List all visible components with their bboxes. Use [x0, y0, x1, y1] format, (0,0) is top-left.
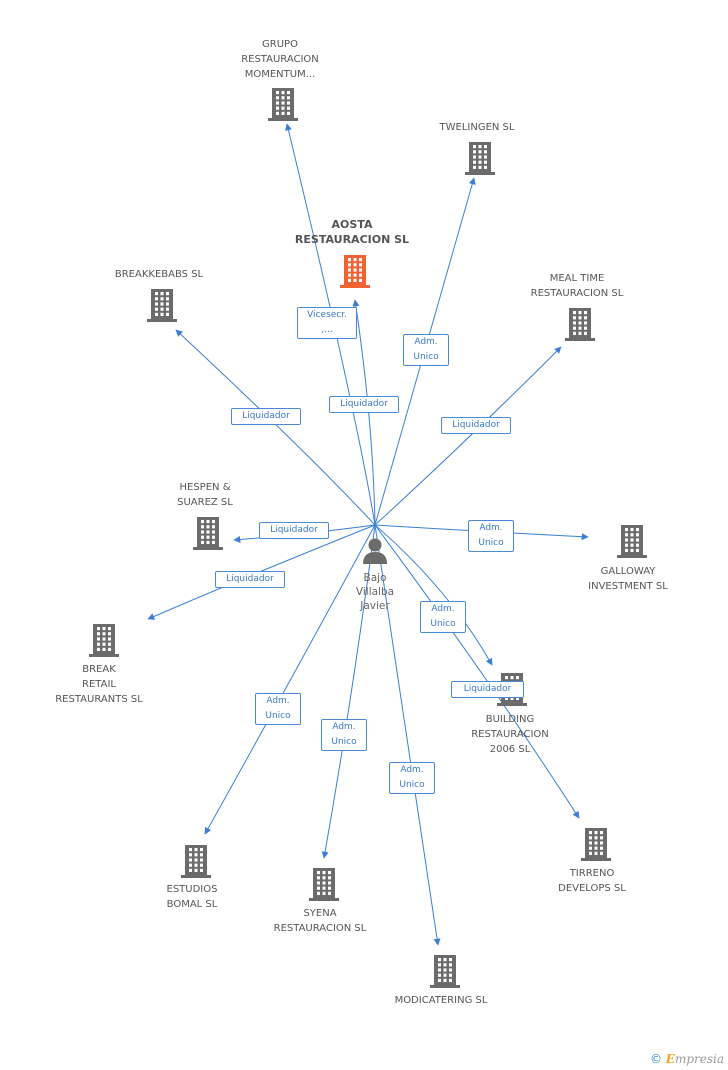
building-icon	[268, 88, 298, 121]
brand-name: mpresia	[674, 1052, 724, 1066]
company-node-estudios[interactable]	[181, 845, 211, 883]
edge-label-modicatering[interactable]: Adm. Unico	[389, 762, 435, 794]
company-node-breakkebabs[interactable]	[147, 289, 177, 327]
edge-building	[374, 524, 493, 666]
building-icon	[430, 955, 460, 988]
edge-breakkebabs	[175, 329, 376, 526]
building-icon	[565, 308, 595, 341]
edge-mealtime	[374, 346, 562, 526]
company-node-hespen[interactable]	[193, 517, 223, 555]
company-node-galloway[interactable]	[617, 525, 647, 563]
edge-label-mealtime[interactable]: Liquidador	[441, 417, 511, 434]
company-label-syena[interactable]: SYENA RESTAURACION SL	[273, 908, 367, 934]
edge-aosta	[352, 299, 376, 526]
building-icon	[581, 828, 611, 861]
company-label-break[interactable]: BREAK RETAIL RESTAURANTS SL	[55, 664, 143, 705]
company-node-tirreno[interactable]	[581, 828, 611, 866]
person-node[interactable]	[360, 536, 390, 568]
brand-footer: © Empresia	[650, 1052, 724, 1066]
building-icon	[181, 845, 211, 878]
building-icon	[147, 289, 177, 322]
company-label-mealtime[interactable]: MEAL TIME RESTAURACION SL	[530, 273, 624, 299]
edge-estudios	[204, 524, 376, 835]
company-label-hespen[interactable]: HESPEN & SUAREZ SL	[177, 482, 233, 508]
edge-label-twelingen[interactable]: Adm. Unico	[403, 334, 449, 366]
edge-label-galloway[interactable]: Adm. Unico	[468, 520, 514, 552]
company-node-syena[interactable]	[309, 868, 339, 906]
company-label-breakkebabs[interactable]: BREAKKEBABS SL	[114, 269, 204, 280]
building-icon	[340, 255, 370, 288]
company-label-tirreno[interactable]: TIRRENO DEVELOPS SL	[558, 868, 626, 894]
edge-label-tirreno[interactable]: Liquidador	[451, 681, 524, 698]
building-icon	[617, 525, 647, 558]
edge-label-grupo[interactable]: Vicesecr. ,...	[297, 307, 357, 339]
company-label-grupo[interactable]: GRUPO RESTAURACION MOMENTUM...	[241, 39, 319, 80]
edge-modicatering	[374, 524, 441, 946]
edge-label-hespen[interactable]: Liquidador	[259, 522, 329, 539]
edge-grupo	[285, 123, 376, 526]
building-icon	[465, 142, 495, 175]
edge-tirreno	[374, 524, 580, 819]
edge-syena	[321, 524, 376, 859]
company-node-break[interactable]	[89, 624, 119, 662]
company-node-modicatering[interactable]	[430, 955, 460, 993]
building-icon	[193, 517, 223, 550]
edge-label-breakkebabs[interactable]: Liquidador	[231, 408, 301, 425]
edge-label-syena[interactable]: Adm. Unico	[321, 719, 367, 751]
edge-label-estudios[interactable]: Adm. Unico	[255, 693, 301, 725]
edge-label-aosta[interactable]: Liquidador	[329, 396, 399, 413]
company-label-twelingen[interactable]: TWELINGEN SL	[439, 122, 515, 133]
company-label-galloway[interactable]: GALLOWAY INVESTMENT SL	[588, 566, 668, 592]
person-icon	[363, 538, 387, 564]
company-label-building[interactable]: BUILDING RESTAURACION 2006 SL	[471, 714, 549, 755]
company-node-twelingen[interactable]	[465, 142, 495, 180]
company-label-modicatering[interactable]: MODICATERING SL	[394, 995, 488, 1006]
company-node-mealtime[interactable]	[565, 308, 595, 346]
person-label[interactable]: Bajo Villalba Javier	[355, 572, 395, 612]
company-label-aosta[interactable]: AOSTA RESTAURACION SL	[294, 218, 410, 246]
building-icon	[309, 868, 339, 901]
copyright-icon: ©	[649, 1052, 662, 1066]
building-icon	[89, 624, 119, 657]
edge-label-building[interactable]: Adm. Unico	[420, 601, 466, 633]
edge-label-break[interactable]: Liquidador	[215, 571, 285, 588]
company-node-grupo[interactable]	[268, 88, 298, 126]
brand-initial: E	[665, 1052, 675, 1066]
company-label-estudios[interactable]: ESTUDIOS BOMAL SL	[166, 884, 218, 910]
company-node-aosta[interactable]	[340, 255, 370, 293]
